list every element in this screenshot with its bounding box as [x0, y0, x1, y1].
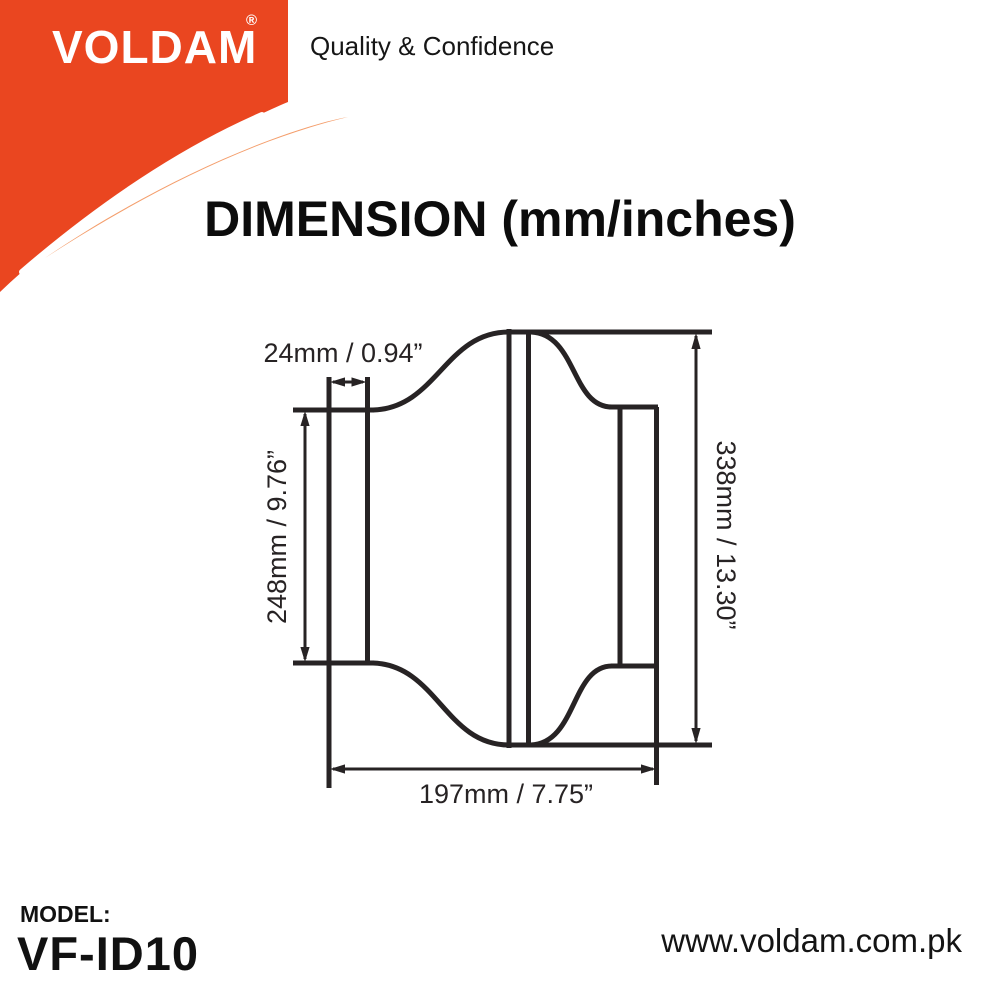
logo-red-shape — [0, 0, 288, 292]
logo-white-crescent — [19, 112, 265, 275]
registered-trademark-icon: ® — [246, 12, 258, 29]
model-label: MODEL: — [20, 901, 111, 927]
model-number: VF-ID10 — [17, 927, 199, 980]
dimension-label-flange-depth: 24mm / 0.94” — [263, 338, 423, 368]
page-title: DIMENSION (mm/inches) — [204, 191, 796, 247]
dimension-label-overall-length: 197mm / 7.75” — [418, 779, 594, 809]
dimension-label-overall-height: 338mm / 13.30” — [711, 440, 741, 630]
dimension-lines — [303, 336, 698, 771]
voldam-logo — [0, 0, 348, 292]
fan-body-outline — [293, 329, 712, 788]
website-url: www.voldam.com.pk — [661, 922, 962, 959]
brand-tagline: Quality & Confidence — [310, 31, 555, 61]
dimension-arrowheads — [300, 333, 701, 774]
dimension-label-duct-diameter: 248mm / 9.76” — [262, 449, 292, 625]
logo-wordmark: VOLDAM — [52, 21, 258, 73]
